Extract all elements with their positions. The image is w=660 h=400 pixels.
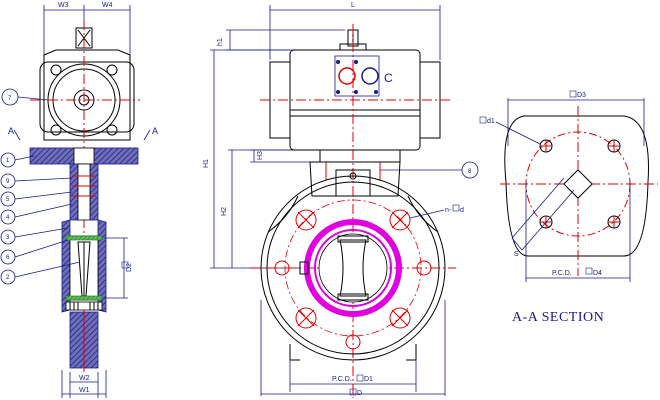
- dim-h2: H2: [221, 207, 228, 216]
- dim-pcd-d1-prefix: P.C.D.: [332, 376, 352, 383]
- callout-6: 6: [6, 255, 10, 261]
- section-mark-left: A: [8, 126, 14, 136]
- section-title: A-A SECTION: [512, 310, 604, 325]
- dim-h1: H1: [203, 159, 210, 168]
- callout-4: 4: [6, 215, 10, 221]
- dim-d4: D4: [593, 270, 602, 277]
- dim-h1-top: h1: [217, 38, 224, 46]
- callout-1: 1: [6, 158, 10, 164]
- dim-d2: D2: [126, 263, 133, 272]
- dim-pcd-d4-prefix: P.C.D.: [552, 270, 572, 277]
- dim-d: D: [357, 390, 362, 397]
- front-view: L h1 H1 H2 H3: [203, 2, 464, 398]
- dim-h3: H3: [257, 151, 264, 160]
- callouts: 7 1 9 5 4 3 6 2 8: [0, 88, 479, 285]
- section-view: D3 d1 S P.C.D.: [479, 90, 658, 325]
- dim-d1-bolt: d1: [487, 118, 495, 125]
- dim-s: S: [514, 251, 519, 258]
- actuator-port-label: C: [384, 71, 393, 85]
- side-view: W3 W4 A A: [8, 2, 158, 398]
- dim-w4: W4: [102, 2, 113, 9]
- section-mark-right: A: [152, 126, 158, 136]
- callout-7: 7: [8, 96, 12, 102]
- dim-d3: D3: [577, 92, 586, 99]
- dim-d1: D1: [364, 376, 373, 383]
- dim-d-small: d: [460, 207, 464, 214]
- dim-w1: W1: [79, 387, 90, 394]
- dim-w2: W2: [79, 375, 90, 382]
- dim-l: L: [351, 2, 355, 9]
- dim-n: n-: [445, 207, 452, 214]
- dim-w3: W3: [58, 2, 69, 9]
- callout-9: 9: [6, 179, 10, 185]
- callout-3: 3: [6, 235, 10, 241]
- callout-8: 8: [468, 169, 472, 175]
- callout-5: 5: [6, 197, 10, 203]
- callout-2: 2: [6, 275, 10, 281]
